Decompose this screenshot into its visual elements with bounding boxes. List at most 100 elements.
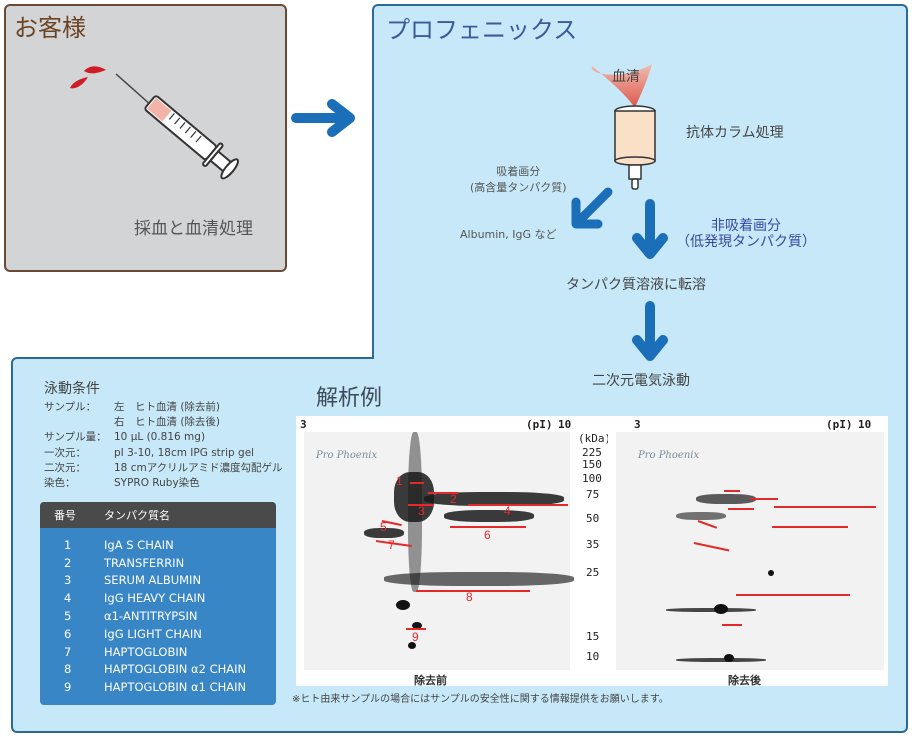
spot-label: 4 — [504, 504, 511, 518]
marker-line — [468, 504, 568, 506]
marker-line — [774, 506, 876, 508]
kda-tick: 100 — [582, 472, 602, 485]
prophoenix-logo: Pro Phoenix — [316, 450, 378, 461]
marker-line — [697, 520, 718, 529]
spot-label: 7 — [388, 538, 395, 552]
arrow-down-icon — [632, 301, 668, 361]
electrophoresis-label: 二次元電気泳動 — [592, 373, 690, 389]
spot-label: 5 — [380, 520, 387, 534]
gel-spot — [714, 604, 728, 614]
pi-axis-label: (pI) — [526, 418, 553, 431]
dissolve-label: タンパク質溶液に転溶 — [566, 277, 706, 293]
kda-tick: 50 — [586, 512, 600, 525]
marker-line — [406, 628, 426, 630]
syringe-icon — [70, 66, 239, 180]
column-processing-label: 抗体カラム処理 — [686, 125, 784, 141]
condition-row: 二次元：18 cmアクリルアミド濃度勾配ゲル — [44, 461, 283, 474]
gel-spot — [676, 658, 766, 662]
marker-line — [693, 542, 730, 552]
adsorbed-examples-label: Albumin, IgG など — [460, 228, 557, 241]
gel-spot — [384, 572, 574, 586]
pi-low-label: 3 — [300, 418, 307, 431]
condition-row: 一次元：pI 3-10, 18cm IPG strip gel — [44, 446, 255, 459]
gel-spot — [724, 654, 734, 662]
condition-row: サンプル：左 ヒト血清 (除去前) — [44, 401, 221, 413]
arrow-down-left-icon — [571, 187, 613, 229]
marker-line — [728, 508, 754, 510]
kda-tick: 150 — [582, 458, 602, 471]
conditions-title: 泳動条件 — [44, 381, 100, 397]
marker-line — [410, 482, 424, 484]
customer-title: お客様 — [14, 14, 86, 42]
blood-drop-icon — [84, 66, 106, 74]
marker-line — [428, 492, 458, 494]
arrow-right-icon — [291, 99, 355, 137]
antibody-column-icon — [591, 64, 656, 190]
spot-label: 3 — [418, 504, 425, 518]
non-adsorbed-fraction-label: 非吸着画分 （低発現タンパク質） — [676, 218, 816, 250]
table-header: 番号 タンパク質名 — [40, 502, 276, 528]
spot-label: 9 — [412, 630, 419, 644]
pi-axis-label: (pI) — [826, 418, 853, 431]
prophoenix-logo: Pro Phoenix — [638, 450, 700, 461]
kda-tick: 225 — [582, 446, 602, 459]
kda-tick: 75 — [586, 488, 600, 501]
prophoenix-panel — [372, 4, 908, 364]
gel-spot — [696, 494, 756, 504]
pi-high-label: 10 — [558, 418, 572, 431]
prophoenix-title: プロフェニックス — [386, 16, 578, 44]
spot-label: 8 — [466, 590, 473, 604]
condition-row: 染色：SYPRO Ruby染色 — [44, 477, 200, 490]
pi-high-label: 10 — [858, 418, 872, 431]
kda-tick: 10 — [586, 650, 600, 663]
marker-line — [750, 498, 778, 500]
gel-spot — [408, 642, 416, 649]
gel-before-caption: 除去前 — [414, 674, 447, 686]
spot-label: 6 — [484, 528, 491, 542]
customer-caption: 採血と血清処理 — [134, 219, 253, 239]
kda-tick: 25 — [586, 566, 600, 579]
gel-surface: Pro Phoenix 1 2 3 4 5 6 7 8 9 — [304, 432, 574, 670]
gel-surface: Pro Phoenix — [616, 432, 884, 670]
gel-spot — [412, 622, 422, 629]
gel-spot — [444, 510, 534, 522]
gel-spot — [424, 492, 564, 506]
serum-label: 血清 — [612, 69, 640, 85]
spot-label: 2 — [450, 492, 457, 506]
pi-low-label: 3 — [634, 418, 641, 431]
kda-tick: 35 — [586, 538, 600, 551]
gel-image-after: 3 (pI) 10 Pro Phoenix 除去後 — [608, 416, 888, 686]
kda-tick: 15 — [586, 630, 600, 643]
footnote: ※ヒト由来サンプルの場合にはサンプルの安全性に関する情報提供をお願いします。 — [292, 694, 669, 705]
header-protein-name: タンパク質名 — [104, 509, 170, 522]
customer-panel — [4, 4, 287, 272]
blood-drop-icon — [70, 77, 88, 89]
condition-row: サンプル量：10 μL (0.816 mg) — [44, 431, 206, 444]
marker-line — [736, 594, 850, 596]
marker-line — [416, 590, 530, 592]
conditions-list: サンプル：左 ヒト血清 (除去前) 右 ヒト血清 (除去後) サンプル量：10 … — [44, 400, 282, 491]
marker-line — [450, 526, 526, 528]
gel-spot — [768, 570, 774, 576]
gel-spot — [676, 512, 726, 520]
gel-image-before: 3 (pI) 10 Pro Phoenix 1 2 3 4 5 6 7 8 9 … — [296, 416, 608, 686]
spot-label: 1 — [396, 474, 403, 488]
arrow-down-icon — [632, 199, 668, 259]
condition-row: 右 ヒト血清 (除去後) — [114, 416, 221, 429]
gel-spot — [408, 432, 422, 592]
gel-spot — [666, 608, 756, 612]
analysis-title: 解析例 — [316, 386, 383, 411]
marker-line — [408, 504, 434, 506]
marker-line — [772, 526, 848, 528]
